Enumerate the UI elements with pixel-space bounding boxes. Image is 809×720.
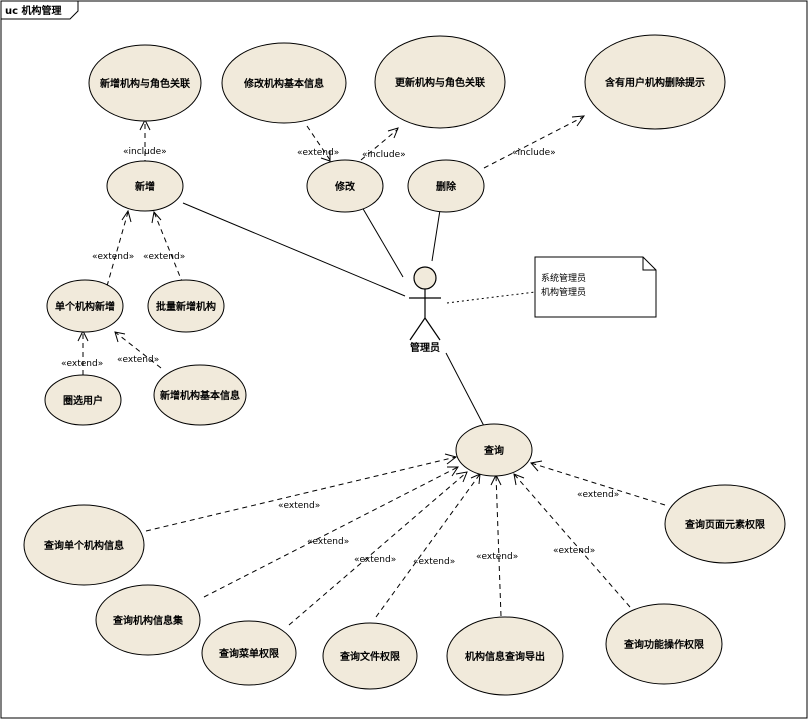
- svg-text:新增机构与角色关联: 新增机构与角色关联: [100, 77, 190, 90]
- assoc-actor-query: [445, 352, 485, 427]
- use-case-query: 查询: [455, 423, 533, 477]
- actor-label: 管理员: [410, 341, 440, 354]
- rel-q-set-extend: [203, 466, 459, 598]
- svg-text:新增: 新增: [135, 180, 155, 193]
- label-extend-batch-add: «extend»: [143, 252, 185, 262]
- use-case-q-page: 查询页面元素权限: [664, 484, 786, 564]
- rel-batch-add-extend: [151, 210, 184, 285]
- label-extend-modify: «extend»: [297, 148, 339, 158]
- svg-text:修改: 修改: [334, 180, 356, 193]
- rel-modify-extend: [306, 125, 331, 162]
- svg-text:查询单个机构信息: 查询单个机构信息: [43, 539, 124, 552]
- label-extend-q-func: «extend»: [553, 546, 595, 556]
- label-extend-single-add: «extend»: [92, 252, 134, 262]
- use-case-add-inst-role: 新增机构与角色关联: [88, 44, 202, 122]
- svg-text:删除: 删除: [436, 180, 457, 193]
- svg-text:圈选用户: 圈选用户: [63, 394, 103, 407]
- use-case-q-export: 机构信息查询导出: [446, 616, 564, 696]
- label-extend-add-basic: «extend»: [117, 355, 159, 365]
- svg-text:机构信息查询导出: 机构信息查询导出: [465, 650, 545, 663]
- svg-text:查询: 查询: [483, 444, 504, 457]
- rel-q-single-extend: [145, 453, 458, 532]
- use-case-q-set: 查询机构信息集: [95, 584, 201, 656]
- svg-text:更新机构与角色关联: 更新机构与角色关联: [395, 76, 485, 89]
- frame-title-tab: [1, 1, 79, 20]
- svg-text:查询页面元素权限: 查询页面元素权限: [684, 518, 766, 531]
- actor-head-icon: [413, 266, 437, 290]
- label-extend-q-single: «extend»: [278, 501, 320, 511]
- frame-title: uc 机构管理: [5, 4, 62, 17]
- use-case-delete-hint: 含有用户机构删除提示: [584, 34, 726, 130]
- rel-q-page-extend: [530, 460, 666, 506]
- use-case-batch-add: 批量新增机构: [147, 279, 225, 333]
- svg-text:单个机构新增: 单个机构新增: [55, 300, 115, 313]
- svg-text:查询功能操作权限: 查询功能操作权限: [623, 638, 705, 651]
- use-case-q-single: 查询单个机构信息: [23, 504, 145, 586]
- use-case-add-basic: 新增机构基本信息: [153, 364, 247, 426]
- use-case-single-add: 单个机构新增: [46, 279, 124, 333]
- assoc-add-actor: [182, 202, 406, 297]
- rel-add-basic-extend: [114, 331, 162, 369]
- rel-single-add-extend: [106, 209, 132, 287]
- assoc-modify-actor: [361, 206, 404, 278]
- note-line-1: 系统管理员: [541, 272, 586, 284]
- rel-delete-include: [483, 115, 586, 169]
- label-extend-q-menu: «extend»: [354, 555, 396, 565]
- use-case-q-menu: 查询菜单权限: [201, 620, 297, 686]
- rel-q-func-extend: [513, 473, 631, 608]
- use-case-q-func: 查询功能操作权限: [605, 603, 723, 685]
- label-include-add: «include»: [123, 147, 167, 157]
- svg-text:查询机构信息集: 查询机构信息集: [112, 614, 184, 627]
- label-extend-select-user: «extend»: [61, 359, 103, 369]
- label-extend-q-page: «extend»: [577, 490, 619, 500]
- svg-text:查询文件权限: 查询文件权限: [339, 650, 401, 663]
- note: 系统管理员 机构管理员: [534, 256, 657, 318]
- note-line-2: 机构管理员: [541, 286, 586, 298]
- rel-q-menu-extend: [288, 471, 468, 626]
- use-case-delete: 删除: [407, 159, 485, 213]
- use-case-select-user: 圈选用户: [44, 374, 122, 426]
- use-case-update-inst-role: 更新机构与角色关联: [374, 35, 506, 129]
- label-extend-q-export: «extend»: [476, 552, 518, 562]
- use-case-q-file: 查询文件权限: [322, 622, 418, 690]
- label-extend-q-set: «extend»: [307, 537, 349, 547]
- label-include-modify: «include»: [362, 150, 406, 160]
- svg-text:含有用户机构删除提示: 含有用户机构删除提示: [605, 76, 705, 89]
- label-extend-q-file: «extend»: [413, 557, 455, 567]
- assoc-delete-actor: [431, 209, 441, 262]
- svg-text:批量新增机构: 批量新增机构: [156, 300, 216, 313]
- label-include-delete: «include»: [512, 148, 556, 158]
- svg-text:查询菜单权限: 查询菜单权限: [218, 647, 280, 660]
- use-case-add: 新增: [106, 160, 184, 212]
- svg-text:新增机构基本信息: 新增机构基本信息: [160, 389, 240, 402]
- use-case-modify: 修改: [306, 159, 384, 213]
- use-case-modify-basic: 修改机构基本信息: [221, 42, 347, 124]
- rel-modify-include: [360, 127, 399, 161]
- svg-text:修改机构基本信息: 修改机构基本信息: [243, 77, 324, 90]
- actor-admin: 管理员: [409, 266, 441, 354]
